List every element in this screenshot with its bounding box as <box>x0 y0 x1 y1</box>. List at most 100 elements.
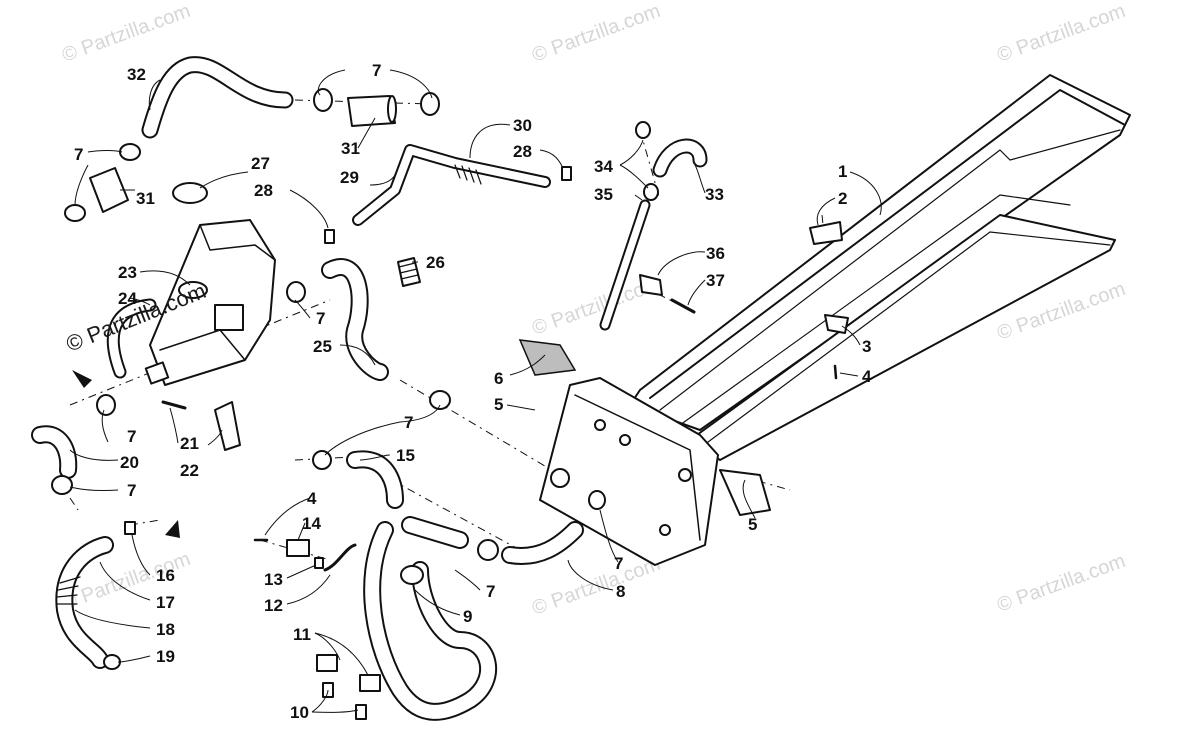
hose-clamp <box>64 204 86 222</box>
reservoir-edge <box>199 224 276 261</box>
hose-35-fill <box>601 201 649 329</box>
assembly-line <box>354 459 521 551</box>
callout-20: 20 <box>120 453 139 472</box>
tunnel-bracket-edge <box>574 394 701 541</box>
callout-28: 28 <box>513 142 532 161</box>
watermark: © Partzilla.com <box>59 0 193 67</box>
hose-clamp <box>312 450 332 470</box>
hose-clamp <box>400 565 424 585</box>
watermark: © Partzilla.com <box>994 0 1128 67</box>
callout-34: 34 <box>594 157 613 176</box>
radiator-cap <box>172 182 208 204</box>
hose-clamp <box>103 654 121 670</box>
callout-35: 35 <box>594 185 613 204</box>
hose-25-fill <box>323 260 387 379</box>
reservoir-neck <box>178 281 208 299</box>
rail-edge <box>649 89 1126 399</box>
hose-end <box>387 95 397 123</box>
hose-clamp <box>477 539 499 561</box>
hose-15-fill <box>348 452 402 507</box>
heat-shield-pad <box>518 339 577 376</box>
watermark: © Partzilla.com <box>529 553 663 620</box>
callout-33: 33 <box>705 185 724 204</box>
tunnel-bracket <box>539 377 719 566</box>
callout-31: 31 <box>341 139 360 158</box>
callout-4: 4 <box>307 489 317 508</box>
bracket-hole <box>594 419 606 431</box>
callout-17: 17 <box>156 593 175 612</box>
hose-24-fill <box>108 300 155 377</box>
rivet-plate <box>719 469 771 516</box>
callout-22: 22 <box>180 461 199 480</box>
callout-2: 2 <box>838 189 847 208</box>
callout-13: 13 <box>264 570 283 589</box>
plate-3 <box>824 314 849 334</box>
assembly-line <box>69 497 79 511</box>
rail-edge <box>699 231 1111 449</box>
hose-29-fill <box>354 146 549 224</box>
bracket-hole <box>619 434 631 446</box>
callout-29: 29 <box>340 168 359 187</box>
hose-18-fill <box>57 538 112 667</box>
rail-edge <box>679 194 1071 426</box>
callout-7: 7 <box>127 481 136 500</box>
hose-clamp <box>588 490 606 510</box>
hose-8-fill <box>503 523 582 563</box>
heat-exchanger-rails <box>629 74 1131 461</box>
tunnel-front-bracket <box>518 339 771 566</box>
watermark: © Partzilla.com <box>994 550 1128 617</box>
hose-32-fill <box>143 58 292 137</box>
callout-15: 15 <box>396 446 415 465</box>
callout-labels: 1 2 3 4 4 5 5 6 7 7 7 7 7 7 7 7 7 8 9 10… <box>74 61 872 722</box>
hose-20-fill <box>33 427 76 477</box>
callout-7: 7 <box>372 61 381 80</box>
hose-clamp <box>313 88 333 112</box>
hose-section-31 <box>89 167 129 213</box>
grommet-14 <box>286 539 310 557</box>
hose-section-31 <box>347 95 396 127</box>
fitting-28 <box>324 229 335 244</box>
callout-6: 6 <box>494 369 503 388</box>
callout-4: 4 <box>862 367 872 386</box>
hose-clamp <box>429 390 451 410</box>
strap-12 <box>323 543 357 572</box>
hose-33-fill <box>654 140 706 176</box>
plate-2 <box>809 221 843 245</box>
callout-30: 30 <box>513 116 532 135</box>
fitting-16 <box>124 521 136 535</box>
callout-32: 32 <box>127 65 146 84</box>
hose-clamp <box>635 121 651 139</box>
callout-24: 24 <box>118 289 137 308</box>
callout-37: 37 <box>706 271 725 290</box>
rivet-4 <box>833 364 838 380</box>
callout-8: 8 <box>616 582 625 601</box>
callout-28: 28 <box>254 181 273 200</box>
bolt-21 <box>161 400 187 410</box>
corrugation <box>56 164 482 605</box>
hose-clamps <box>51 88 659 670</box>
nut-13 <box>314 557 324 569</box>
hose-clamp <box>96 394 116 416</box>
callout-16: 16 <box>156 566 175 585</box>
callout-7: 7 <box>404 413 413 432</box>
assembly-line <box>259 539 331 561</box>
hose-sections <box>89 95 397 213</box>
reservoir-bracket <box>214 304 244 331</box>
bolt-37 <box>670 298 696 314</box>
callout-1: 1 <box>838 162 847 181</box>
hose-9-fill <box>365 523 495 719</box>
callout-21: 21 <box>180 434 199 453</box>
hose-connector-fill <box>403 518 467 547</box>
callout-7: 7 <box>486 582 495 601</box>
callout-7: 7 <box>127 427 136 446</box>
bracket-22 <box>214 401 241 451</box>
callout-14: 14 <box>302 514 321 533</box>
callout-31: 31 <box>136 189 155 208</box>
bracket-36 <box>639 274 663 296</box>
fitting-28 <box>561 166 572 181</box>
bracket-hole <box>659 524 671 536</box>
callout-7: 7 <box>614 554 623 573</box>
callout-23: 23 <box>118 263 137 282</box>
callout-3: 3 <box>862 337 871 356</box>
